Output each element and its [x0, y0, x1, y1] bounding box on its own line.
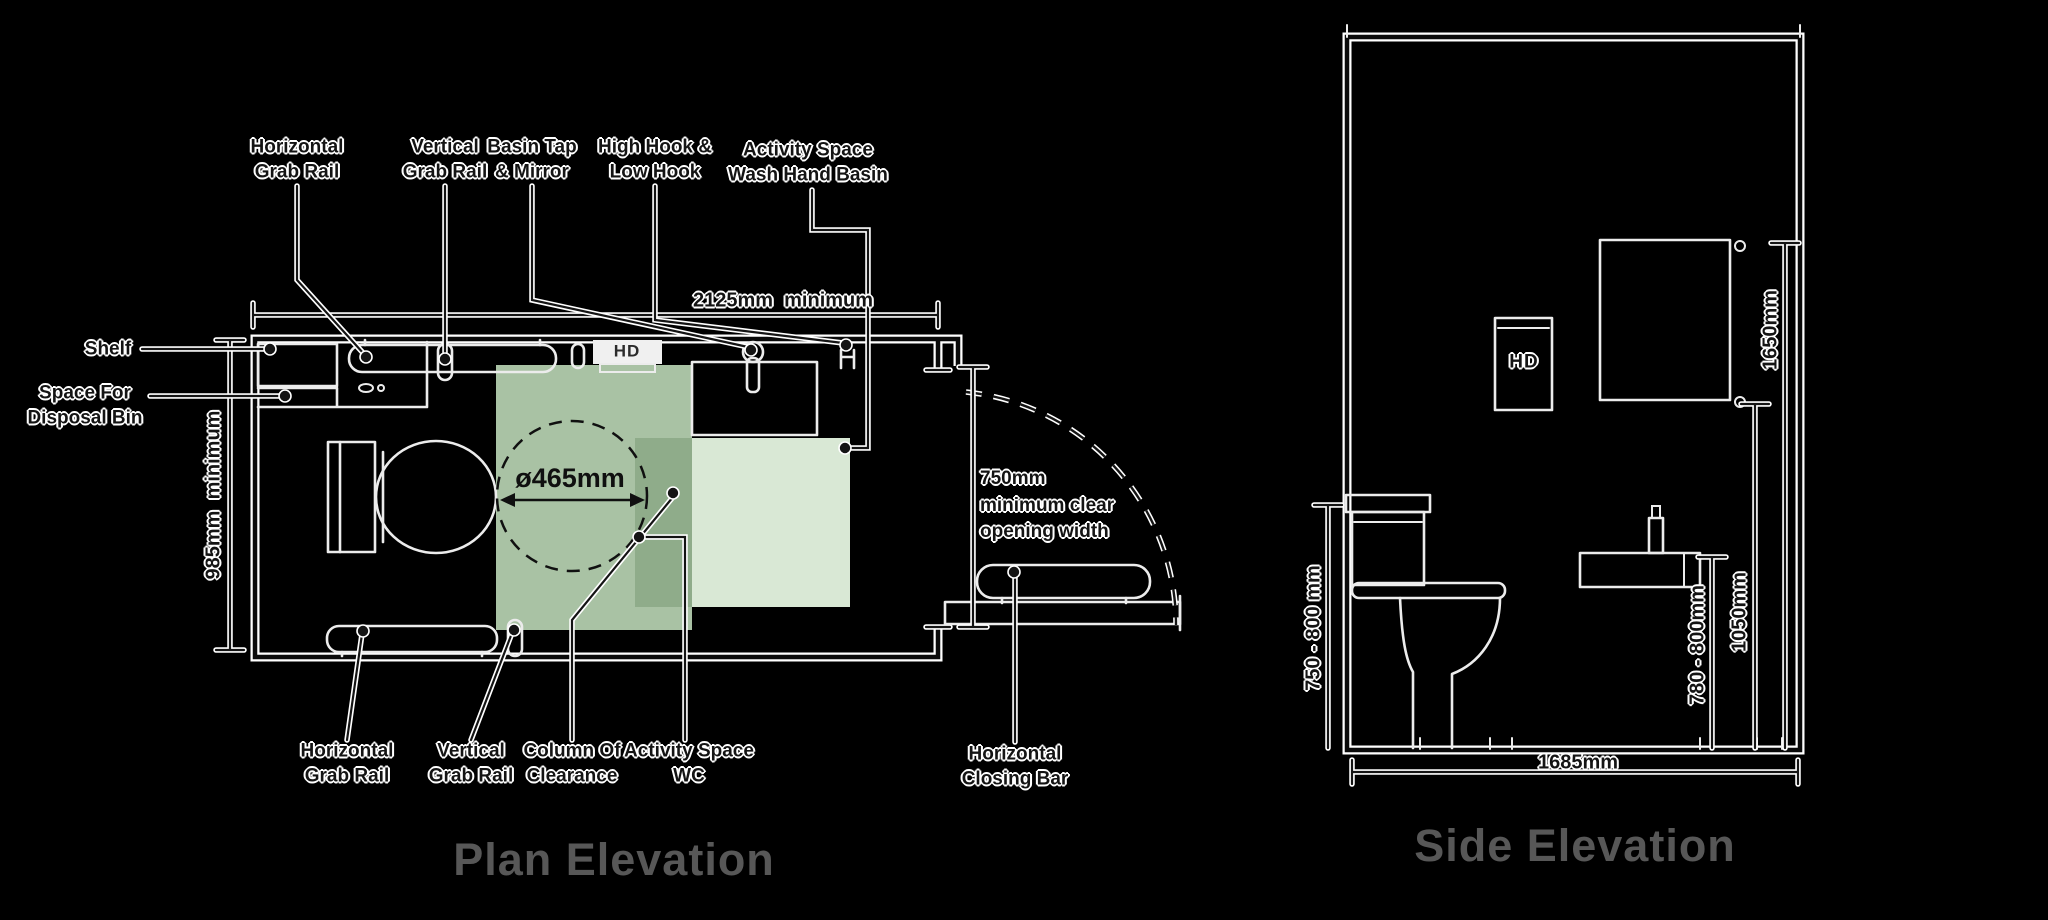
dim-text-cistern-height: 750 - 800 mm [1302, 565, 1325, 691]
label-vertical-grab-rail-top: Vertical Grab Rail [402, 136, 488, 183]
hand-dryer-label-side: HD [1509, 351, 1539, 373]
dimension-mirror-bottom [1739, 402, 1771, 750]
plan-leader-lines [139, 183, 1021, 745]
label-vertical-grab-rail-bottom: Vertical Grab Rail [428, 740, 514, 787]
plan-activity-zones [496, 365, 850, 630]
wash-basin-side [1578, 551, 1702, 589]
dim-text-overall-width: 1685mm [1537, 751, 1619, 774]
basin-tap-side [1647, 516, 1665, 555]
toilet-cistern-plan [326, 440, 377, 554]
dim-text-mirror-top: 1650mm [1759, 289, 1782, 371]
label-horizontal-closing-bar: Horizontal Closing Bar [961, 743, 1069, 790]
shelf-outline [256, 342, 339, 388]
mirror [1598, 238, 1732, 402]
plan-walls [250, 334, 963, 662]
wash-hand-basin-plan [690, 360, 819, 437]
dim-text-door-opening: 750mm minimum clear opening width [980, 468, 1115, 543]
dim-text-basin-height: 780 - 800mm [1686, 584, 1709, 706]
dimension-room-depth [214, 338, 246, 652]
dim-text-mirror-bottom: 1050mm [1728, 571, 1751, 653]
horizontal-closing-bar-shape [975, 563, 1152, 600]
toilet-bowl-plan [374, 439, 498, 555]
label-horizontal-grab-rail-bottom: Horizontal Grab Rail [300, 740, 394, 787]
label-column-of-clearance: Column Of Clearance [523, 740, 621, 787]
label-activity-space-wc: Activity Space WC [624, 740, 754, 787]
side-fixtures [1344, 238, 1746, 750]
dim-text-room-depth: 985mm minimum [202, 410, 225, 580]
door-stop-detail [358, 383, 374, 393]
plan-fixtures [256, 338, 1182, 658]
dimension-mirror-top [1769, 241, 1801, 750]
side-title: Side Elevation [1414, 819, 1736, 871]
hand-dryer-side-box [1493, 316, 1554, 412]
dim-text-turning-circle: ø465mm [515, 462, 625, 493]
dimension-overall-width [1350, 758, 1800, 786]
mirror-wall-fixture [570, 342, 586, 370]
side-walls [1342, 24, 1805, 755]
disposal-bin-area [256, 340, 429, 409]
wall-corner-ticks [1346, 24, 1801, 38]
toilet-seat-side [1350, 581, 1507, 600]
floor-ticks [1419, 737, 1783, 750]
toilet-bowl-front [1450, 596, 1502, 750]
label-activity-space-wash-hand-basin: Activity Space Wash Hand Basin [728, 139, 888, 186]
basin-tap [741, 340, 765, 364]
toilet-pedestal-back [1398, 596, 1415, 750]
door-swing-arc [965, 390, 1178, 626]
plan-dimensions [213, 300, 990, 653]
toilet-cistern-lid [1344, 493, 1432, 514]
side-dimensions [1311, 240, 1802, 787]
hand-dryer-plan-box [593, 340, 662, 364]
toilet-cistern-side [1350, 510, 1426, 587]
label-space-for-disposal-bin: Space For Disposal Bin [27, 382, 143, 429]
mirror-screw-top [1734, 240, 1746, 252]
coat-hooks [839, 348, 856, 370]
basin-tap-stem [745, 356, 761, 394]
label-basin-tap-mirror: Basin Tap & Mirror [487, 136, 577, 183]
basin-tap-lever [1651, 505, 1661, 519]
dimension-basin-height [1696, 555, 1728, 750]
door-stop-detail-2 [377, 384, 385, 392]
label-shelf: Shelf [84, 338, 132, 360]
hand-dryer-plan-lip [599, 363, 656, 373]
turning-circle [495, 419, 649, 573]
label-high-low-hook: High Hook & Low Hook [598, 136, 712, 183]
door-leaf-open [943, 600, 1182, 626]
label-horizontal-grab-rail-top: Horizontal Grab Rail [250, 136, 344, 183]
hand-dryer-label-plan: HD [613, 341, 641, 361]
dimension-cistern-height [1312, 503, 1344, 750]
horizontal-grab-rail-bottom-shape [325, 624, 499, 654]
dimension-door-opening [957, 365, 989, 629]
dim-text-room-width: 2125mm minimum [692, 289, 874, 312]
plan-title: Plan Elevation [453, 833, 775, 885]
